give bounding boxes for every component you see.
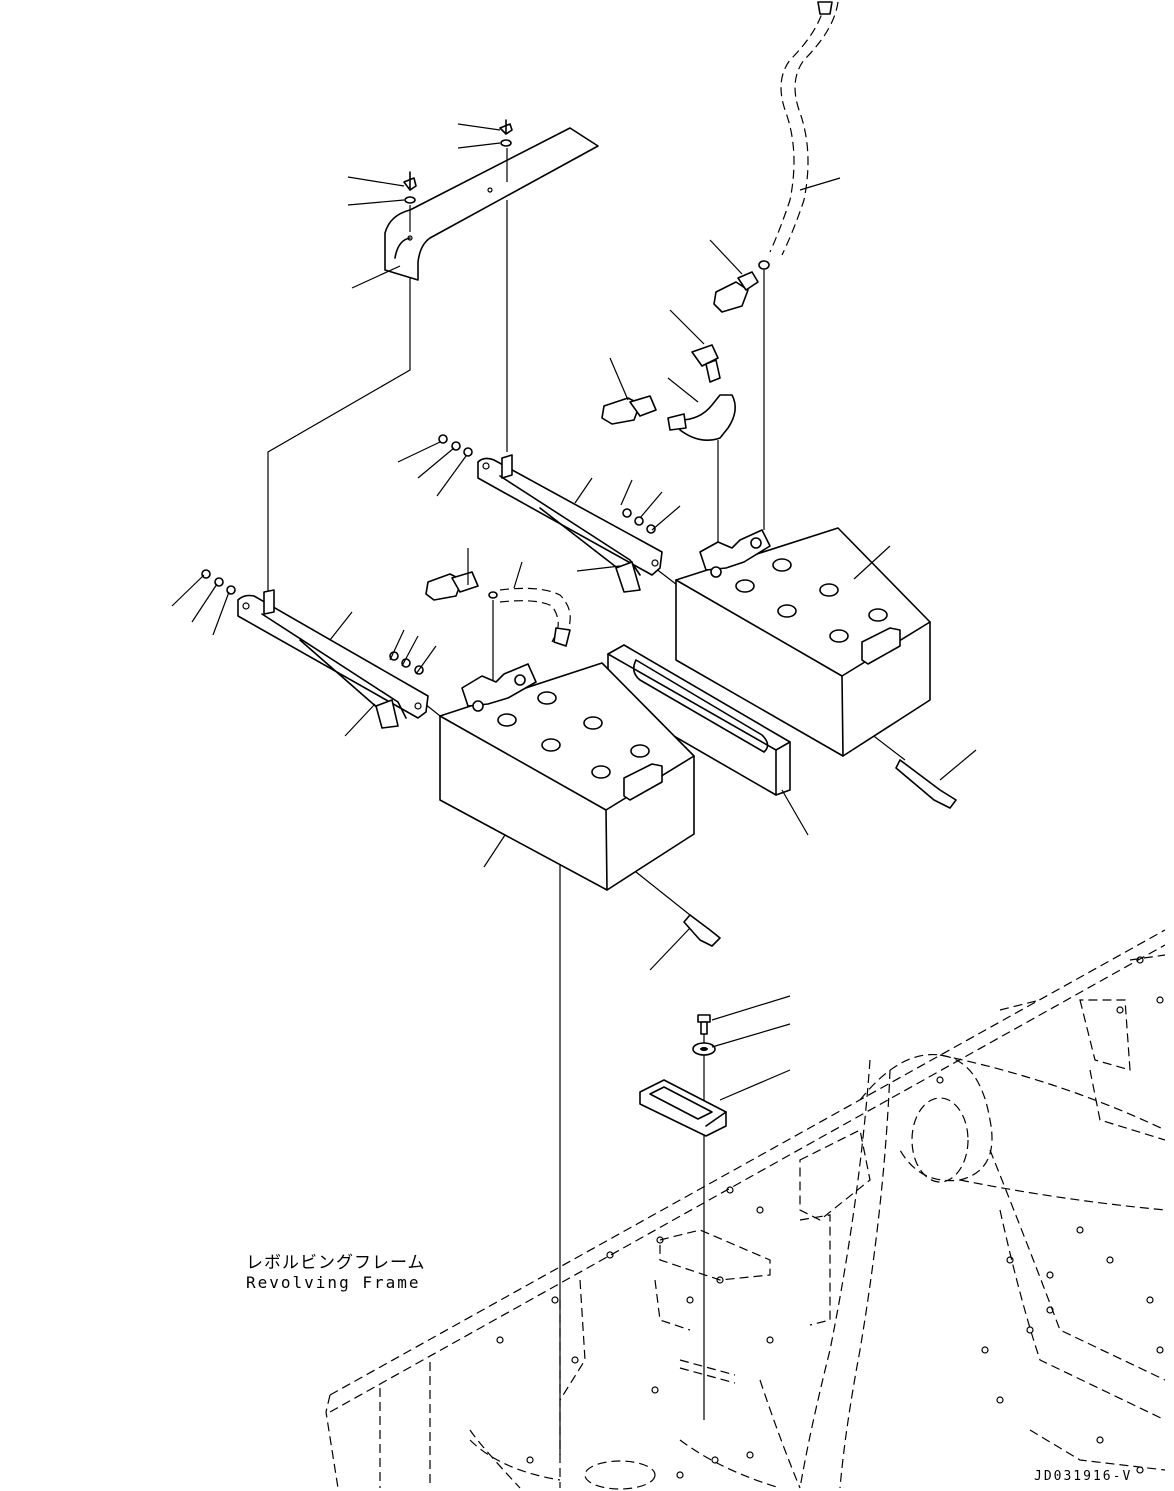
connecting-cable-front (488, 587, 571, 647)
rear-rod-nuts-left (438, 434, 473, 457)
text-labels: レボルビングフレーム Revolving Frame JD031916-V (246, 1253, 1132, 1484)
battery-rod-end-front (683, 914, 721, 947)
hold-down-rod-front (237, 589, 429, 729)
frame-rivets (496, 956, 1164, 1479)
hold-down-rod-rear (477, 454, 663, 593)
terminal-clamp-1 (691, 344, 721, 383)
terminal-cover-2 (601, 395, 657, 425)
frame-label-english: Revolving Frame (246, 1273, 421, 1292)
negative-cable-long (758, 1, 839, 270)
battery-rear (675, 527, 931, 757)
battery-front (439, 662, 695, 891)
drawing-code: JD031916-V (1034, 1469, 1132, 1484)
wing-nut-and-washer-2 (403, 171, 417, 232)
battery-spacer-pad (607, 644, 791, 796)
terminal-cover-1 (713, 271, 759, 313)
battery-hold-down-plate (384, 127, 599, 281)
frame-label-japanese: レボルビングフレーム (246, 1253, 426, 1273)
revolving-frame (325, 929, 1166, 1490)
battery-bracket (639, 1079, 727, 1137)
leader-lines (171, 123, 977, 1101)
connecting-cable-short (667, 394, 736, 441)
rear-rod-nuts-right (622, 508, 656, 534)
mounting-bolt (697, 1014, 711, 1035)
wing-nut-and-washer-1 (499, 119, 513, 182)
battery-rod-end-right (895, 759, 957, 809)
terminal-cover-3 (425, 571, 479, 601)
front-rod-nuts-left (201, 569, 236, 595)
mounting-washer (692, 1042, 716, 1056)
